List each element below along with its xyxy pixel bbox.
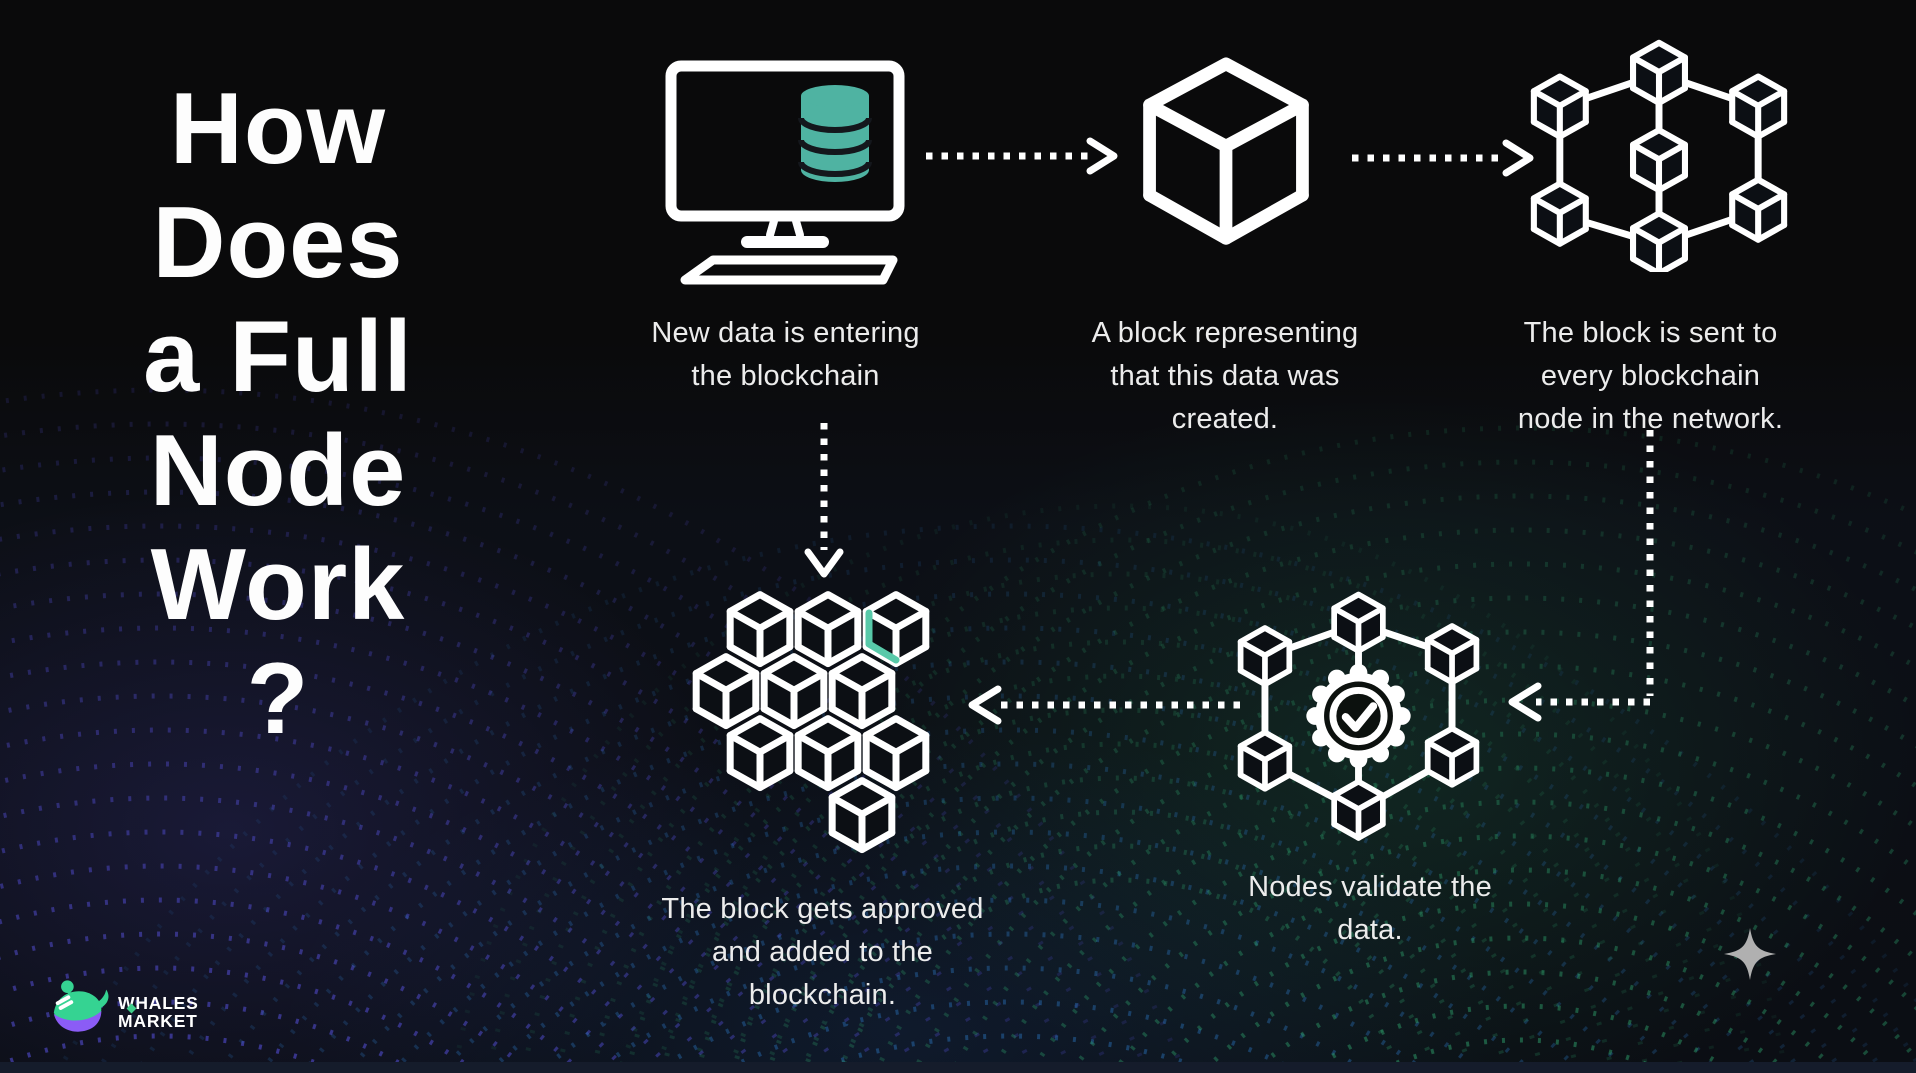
step3-caption: The block is sent to every blockchain no…	[1517, 317, 1784, 435]
step1-caption: New data is entering the blockchain	[651, 317, 920, 392]
title-line: Work	[150, 529, 406, 641]
teal-highlight-edge	[865, 609, 900, 664]
brand-name: WHALES MARKET	[118, 993, 199, 1031]
arrow-down-step1-step5	[804, 423, 844, 578]
arrow-right-step2-step3	[1352, 139, 1534, 177]
whales-market-logo: WHALES MARKET	[48, 975, 288, 1041]
nodes-validation-icon	[1235, 588, 1482, 846]
cube-stack-icon	[688, 582, 948, 872]
cube-icon	[1143, 57, 1309, 245]
title-line: Does	[152, 187, 404, 299]
title-line: Node	[149, 415, 407, 527]
arrow-right-step1-step2	[926, 137, 1118, 175]
whale-icon	[53, 980, 109, 1032]
title-line: ?	[246, 643, 310, 755]
arrow-left-step4-step5	[968, 685, 1240, 725]
check-seal-icon	[1306, 663, 1411, 769]
page-title: How Does a Full Node Work ?	[78, 72, 478, 756]
sparkle-icon	[1724, 928, 1776, 980]
blockchain-network-icon	[1520, 34, 1798, 272]
step2-caption: A block representing that this data was …	[1091, 317, 1359, 435]
title-line: a Full	[143, 301, 413, 413]
step5-caption: The block gets approved and added to the…	[661, 893, 984, 1011]
title-line: How	[169, 73, 387, 185]
monitor-database-icon	[665, 60, 905, 285]
step4-caption: Nodes validate the data.	[1248, 871, 1492, 946]
database-icon	[798, 85, 872, 182]
arrow-elbow-step3-step4	[1508, 430, 1654, 722]
